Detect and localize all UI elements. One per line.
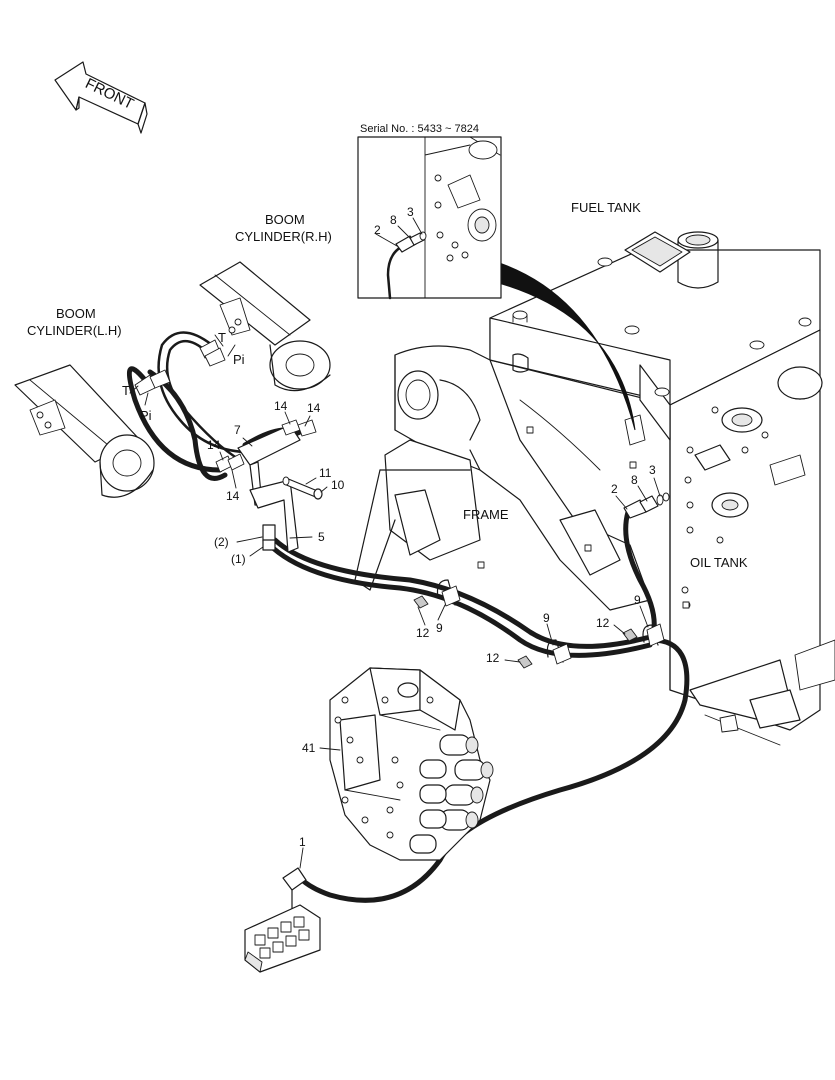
callout-9c: 9: [634, 593, 641, 607]
callout-labels: 14 14 14 14 7 11 10 5 (2) (1) 2 8 3 9 9 …: [207, 399, 656, 849]
port-t-upper: T: [218, 330, 226, 345]
port-labels: T Pi T Pi: [122, 330, 245, 423]
callout-14c: 14: [207, 438, 221, 452]
inset-callout-3: 3: [407, 205, 414, 219]
manifold-fittings: [254, 916, 310, 959]
valve-spool-caps: [409, 734, 494, 854]
port-t-lower: T: [122, 383, 130, 398]
tank-bosses: [512, 257, 812, 397]
boom-lh-label-line1: BOOM: [56, 306, 96, 321]
bolts-12: [413, 595, 638, 669]
front-arrow-icon: FRONT: [54, 61, 148, 134]
fuel-tank-label: FUEL TANK: [571, 200, 641, 215]
oil-tank-label: OIL TANK: [690, 555, 748, 570]
callout-5: 5: [318, 530, 325, 544]
callout-9b: 9: [543, 611, 550, 625]
callout-14b: 14: [307, 401, 321, 415]
inset-pointer: [501, 263, 636, 431]
inset-callout-2: 2: [374, 223, 381, 237]
frame-assembly: [354, 345, 690, 611]
callout-12a: 12: [416, 626, 430, 640]
component-labels: FUEL TANK OIL TANK FRAME BOOM CYLINDER(R…: [27, 200, 748, 570]
callout-41: 41: [302, 741, 316, 755]
boom-rh-label-line1: BOOM: [265, 212, 305, 227]
cylinder-fittings: [134, 339, 226, 396]
main-control-valve: [329, 667, 494, 861]
callout-3: 3: [649, 463, 656, 477]
callout-9a: 9: [436, 621, 443, 635]
lower-manifold: [244, 867, 321, 973]
serial-inset: Serial No. : 5433 ~ 7824 2 8 3: [357, 123, 502, 300]
callout-1-paren: (1): [231, 552, 246, 566]
callout-2-paren: (2): [214, 535, 229, 549]
callout-10: 10: [331, 478, 345, 492]
callout-14d: 14: [226, 489, 240, 503]
oil-tank-flanges: [694, 407, 806, 518]
valve-bolts: [334, 696, 434, 839]
boom-lh-label-line2: CYLINDER(L.H): [27, 323, 122, 338]
callout-8: 8: [631, 473, 638, 487]
port-pi-upper: Pi: [233, 352, 245, 367]
leader-lines: [129, 334, 661, 869]
callout-7: 7: [234, 423, 241, 437]
inset-callout-8: 8: [390, 213, 397, 227]
callout-2: 2: [611, 482, 618, 496]
boom-cylinder-lh: [14, 364, 155, 498]
oil-tank-fittings: [623, 492, 670, 519]
tank-assembly: [489, 231, 835, 746]
boom-rh-label-line2: CYLINDER(R.H): [235, 229, 332, 244]
washer-10: [313, 488, 323, 500]
frame-label: FRAME: [463, 507, 509, 522]
callout-1: 1: [299, 835, 306, 849]
callout-14a: 14: [274, 399, 288, 413]
boom-cylinder-rh: [199, 261, 331, 392]
callout-12c: 12: [596, 616, 610, 630]
inset-serial-label: Serial No. : 5433 ~ 7824: [360, 123, 479, 135]
callout-11: 11: [319, 466, 332, 480]
clamps: [436, 579, 665, 665]
callout-12b: 12: [486, 651, 500, 665]
port-pi-lower: Pi: [140, 408, 152, 423]
